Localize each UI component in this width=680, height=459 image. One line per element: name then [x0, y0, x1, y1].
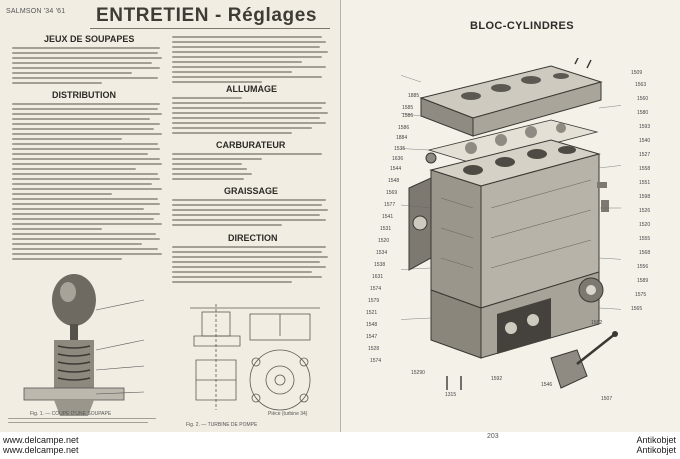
- page-number: 203: [487, 433, 499, 440]
- magazine-spread: SALMSON '34 '61 ENTRETIEN - Réglages JEU…: [0, 0, 680, 432]
- footer-line: www.delcampe.net: [3, 435, 79, 445]
- part-number: 1509: [631, 70, 643, 76]
- text-block: [12, 47, 162, 87]
- part-number: 1593: [639, 124, 651, 130]
- figure-caption: Fig. 1. — COUPE D'UNE SOUPAPE: [30, 411, 112, 417]
- part-number: 1526: [639, 208, 651, 214]
- footer-left: www.delcampe.net www.delcampe.net: [3, 435, 79, 455]
- running-head: SALMSON '34 '61: [6, 8, 66, 15]
- text-block: [12, 103, 162, 263]
- engine-block-exploded-view: [401, 58, 621, 390]
- part-number: 1580: [637, 110, 649, 116]
- section-title-direction: DIRECTION: [228, 233, 278, 243]
- part-number: 1585: [402, 105, 414, 111]
- figure-caption: Pièce (turbine 34): [268, 411, 308, 417]
- part-number: 1520: [378, 238, 390, 244]
- part-number: 1546: [541, 382, 553, 388]
- text-block: [172, 36, 328, 86]
- part-number: 1586: [398, 125, 410, 131]
- part-number: 1575: [635, 292, 647, 298]
- part-number: 1520: [639, 222, 651, 228]
- part-number: 1558: [639, 166, 651, 172]
- text-block: [172, 153, 328, 183]
- part-number: 1574: [370, 358, 382, 364]
- text-block: [172, 97, 328, 137]
- left-page: SALMSON '34 '61 ENTRETIEN - Réglages JEU…: [0, 0, 341, 432]
- section-title-graissage: GRAISSAGE: [224, 186, 279, 196]
- text-block: [172, 199, 328, 229]
- part-number: 1528: [368, 346, 380, 352]
- part-number: 1535: [394, 146, 406, 152]
- part-number: 1574: [370, 286, 382, 292]
- footer-line: www.delcampe.net: [3, 445, 79, 455]
- part-number: 1507: [601, 396, 613, 402]
- figure-caption: Fig. 2. — TURBINE DE POMPE: [186, 422, 258, 428]
- part-number: 1555: [639, 236, 651, 242]
- part-number: 1548: [388, 178, 400, 184]
- part-number: 1563: [635, 82, 647, 88]
- caption-text: [8, 418, 158, 426]
- section-title-carburateur: CARBURATEUR: [216, 140, 286, 150]
- part-number: 1521: [366, 310, 378, 316]
- footer-line: Antikobjet: [636, 435, 676, 445]
- part-number: 1540: [639, 138, 651, 144]
- part-number: 1551: [639, 180, 651, 186]
- part-number: 1562: [591, 320, 603, 326]
- part-number: 1556: [637, 264, 649, 270]
- part-number: 1569: [386, 190, 398, 196]
- part-number: 1534: [376, 250, 388, 256]
- part-number: 1548: [366, 322, 378, 328]
- section-title-allumage: ALLUMAGE: [226, 84, 277, 94]
- part-number: 1592: [491, 376, 503, 382]
- part-number: 1586: [402, 113, 414, 119]
- part-number: 1544: [390, 166, 402, 172]
- part-number: 1531: [380, 226, 392, 232]
- part-number: 1568: [639, 250, 651, 256]
- part-number: 1636: [392, 156, 404, 162]
- part-number: 1560: [637, 96, 649, 102]
- diagram-title: BLOC-CYLINDRES: [470, 20, 574, 32]
- part-number: 1541: [382, 214, 394, 220]
- page-title: ENTRETIEN - Réglages: [96, 5, 318, 26]
- part-number: 1577: [384, 202, 396, 208]
- section-title-jeux: JEUX DE SOUPAPES: [44, 34, 135, 44]
- part-number: 1631: [372, 274, 384, 280]
- part-number: 15290: [411, 370, 425, 376]
- valve-section-figure: [23, 274, 145, 416]
- footer-right: Antikobjet Antikobjet: [636, 435, 676, 455]
- footer-line: Antikobjet: [636, 445, 676, 455]
- part-number: 1538: [374, 262, 386, 268]
- part-number: 1315: [445, 392, 457, 398]
- part-number: 1547: [366, 334, 378, 340]
- part-number: 1589: [637, 278, 649, 284]
- section-title-distribution: DISTRIBUTION: [52, 90, 116, 100]
- right-page: BLOC-CYLINDRES: [341, 0, 680, 432]
- part-number: 1579: [368, 298, 380, 304]
- part-number: 1565: [631, 306, 643, 312]
- part-number: 1527: [639, 152, 651, 158]
- part-number: 1598: [639, 194, 651, 200]
- part-number: 1885: [408, 93, 420, 99]
- text-block: [172, 246, 328, 286]
- part-number: 1884: [396, 135, 408, 141]
- pump-drawing-figure: [190, 304, 320, 411]
- title-rule: [90, 28, 330, 29]
